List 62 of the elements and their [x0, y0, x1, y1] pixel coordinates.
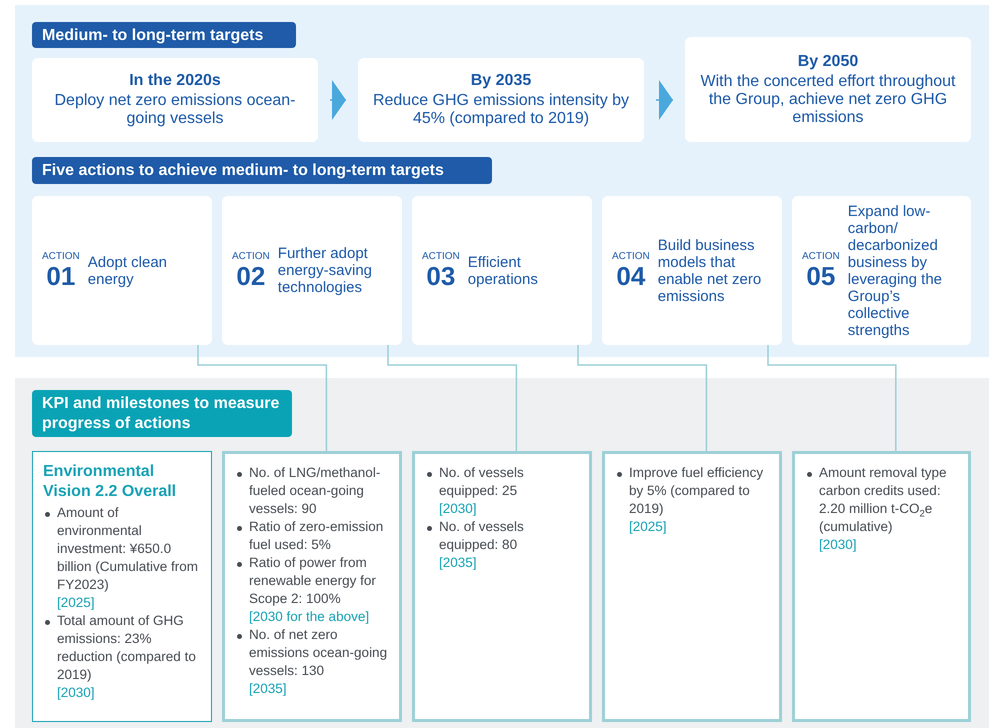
- target-year: [2025]: [56, 594, 96, 612]
- target-description: With the concerted effort throughout the Group, achieve net zero GHG emissions: [700, 72, 956, 126]
- action-label: ACTION: [802, 251, 840, 262]
- action-number: 01: [46, 262, 76, 290]
- target-period: By 2035: [470, 72, 532, 90]
- target-card: [685, 37, 971, 142]
- target-period: In the 2020s: [128, 72, 222, 90]
- kpi-card: [792, 451, 971, 722]
- target-period: By 2050: [796, 52, 860, 70]
- connector-line: [767, 345, 897, 451]
- kpi-card: [222, 451, 402, 722]
- target-description: Deploy net zero emissions ocean-going vessels: [53, 92, 296, 128]
- section-tag: Five actions to achieve medium- to long-term targets: [32, 157, 492, 184]
- connector-line: [577, 345, 708, 451]
- action-number: 04: [616, 262, 646, 290]
- action-card: [412, 196, 592, 345]
- kpi-item: Amount of environmental investment: ¥650.0 billion (Cumulative from FY2023): [43, 504, 205, 594]
- connector-line: [387, 345, 518, 451]
- kpi-heading: Environmental Vision 2.2 Overall: [43, 462, 178, 502]
- kpi-item: No. of vessels equipped: 25: [425, 464, 583, 500]
- target-card: [358, 58, 644, 142]
- action-label: ACTION: [42, 251, 80, 262]
- connector-line: [197, 345, 328, 451]
- kpi-card: [412, 451, 592, 722]
- target-year: [2030]: [56, 684, 96, 702]
- action-card: [792, 196, 971, 345]
- action-description: Expand low-carbon/ decarbonized business by leveraging the Group’s collective strengths: [848, 202, 944, 338]
- kpi-item: Improve fuel efficiency by 5% (compared to 2019): [615, 464, 773, 518]
- target-year: [2025]: [628, 518, 668, 536]
- kpi-item: No. of LNG/methanol-fueled ocean-going vessels: 90: [235, 464, 393, 518]
- action-card: [32, 196, 212, 345]
- target-card: [32, 58, 318, 142]
- kpi-item: Ratio of power from renewable energy for Scope 2: 100%: [235, 554, 393, 608]
- chevron-arrow: [656, 80, 673, 120]
- kpi-item: No. of vessels equipped: 80: [425, 518, 583, 554]
- action-label: ACTION: [422, 251, 460, 262]
- action-description: Adopt clean energy: [88, 254, 168, 288]
- target-year: [2030 for the above]: [248, 608, 370, 626]
- action-number: 03: [426, 262, 456, 290]
- chevron-arrow: [330, 80, 346, 120]
- kpi-card: [32, 451, 212, 722]
- section-tag: KPI and milestones to measure progress of actions: [32, 390, 292, 437]
- action-card: [602, 196, 782, 345]
- kpi-card: [602, 451, 782, 722]
- action-card: [222, 196, 402, 345]
- action-number: 05: [806, 262, 836, 290]
- target-year: [2030]: [438, 500, 478, 518]
- action-label: ACTION: [612, 251, 650, 262]
- action-label: ACTION: [232, 251, 270, 262]
- kpi-item: Total amount of GHG emissions: 23% reduction (compared to 2019): [43, 612, 205, 684]
- target-year: [2035]: [438, 554, 478, 572]
- target-year: [2035]: [248, 680, 288, 698]
- action-description: Build business models that enable net zero emissions: [658, 236, 762, 304]
- section-tag: Medium- to long-term targets: [32, 22, 296, 48]
- target-description: Reduce GHG emissions intensity by 45% (compared to 2019): [372, 92, 630, 128]
- action-number: 02: [236, 262, 266, 290]
- kpi-item: Amount removal type carbon credits used: 2.20 million t-CO$_{2}$e (cumulative): [805, 464, 962, 536]
- kpi-item: Ratio of zero-emission fuel used: 5%: [235, 518, 393, 554]
- kpi-item: No. of net zero emissions ocean-going vessels: 130: [235, 626, 393, 680]
- target-year: [2030]: [818, 536, 858, 554]
- action-description: Efficient operations: [468, 254, 539, 288]
- action-description: Further adopt energy-saving technologies: [278, 245, 373, 296]
